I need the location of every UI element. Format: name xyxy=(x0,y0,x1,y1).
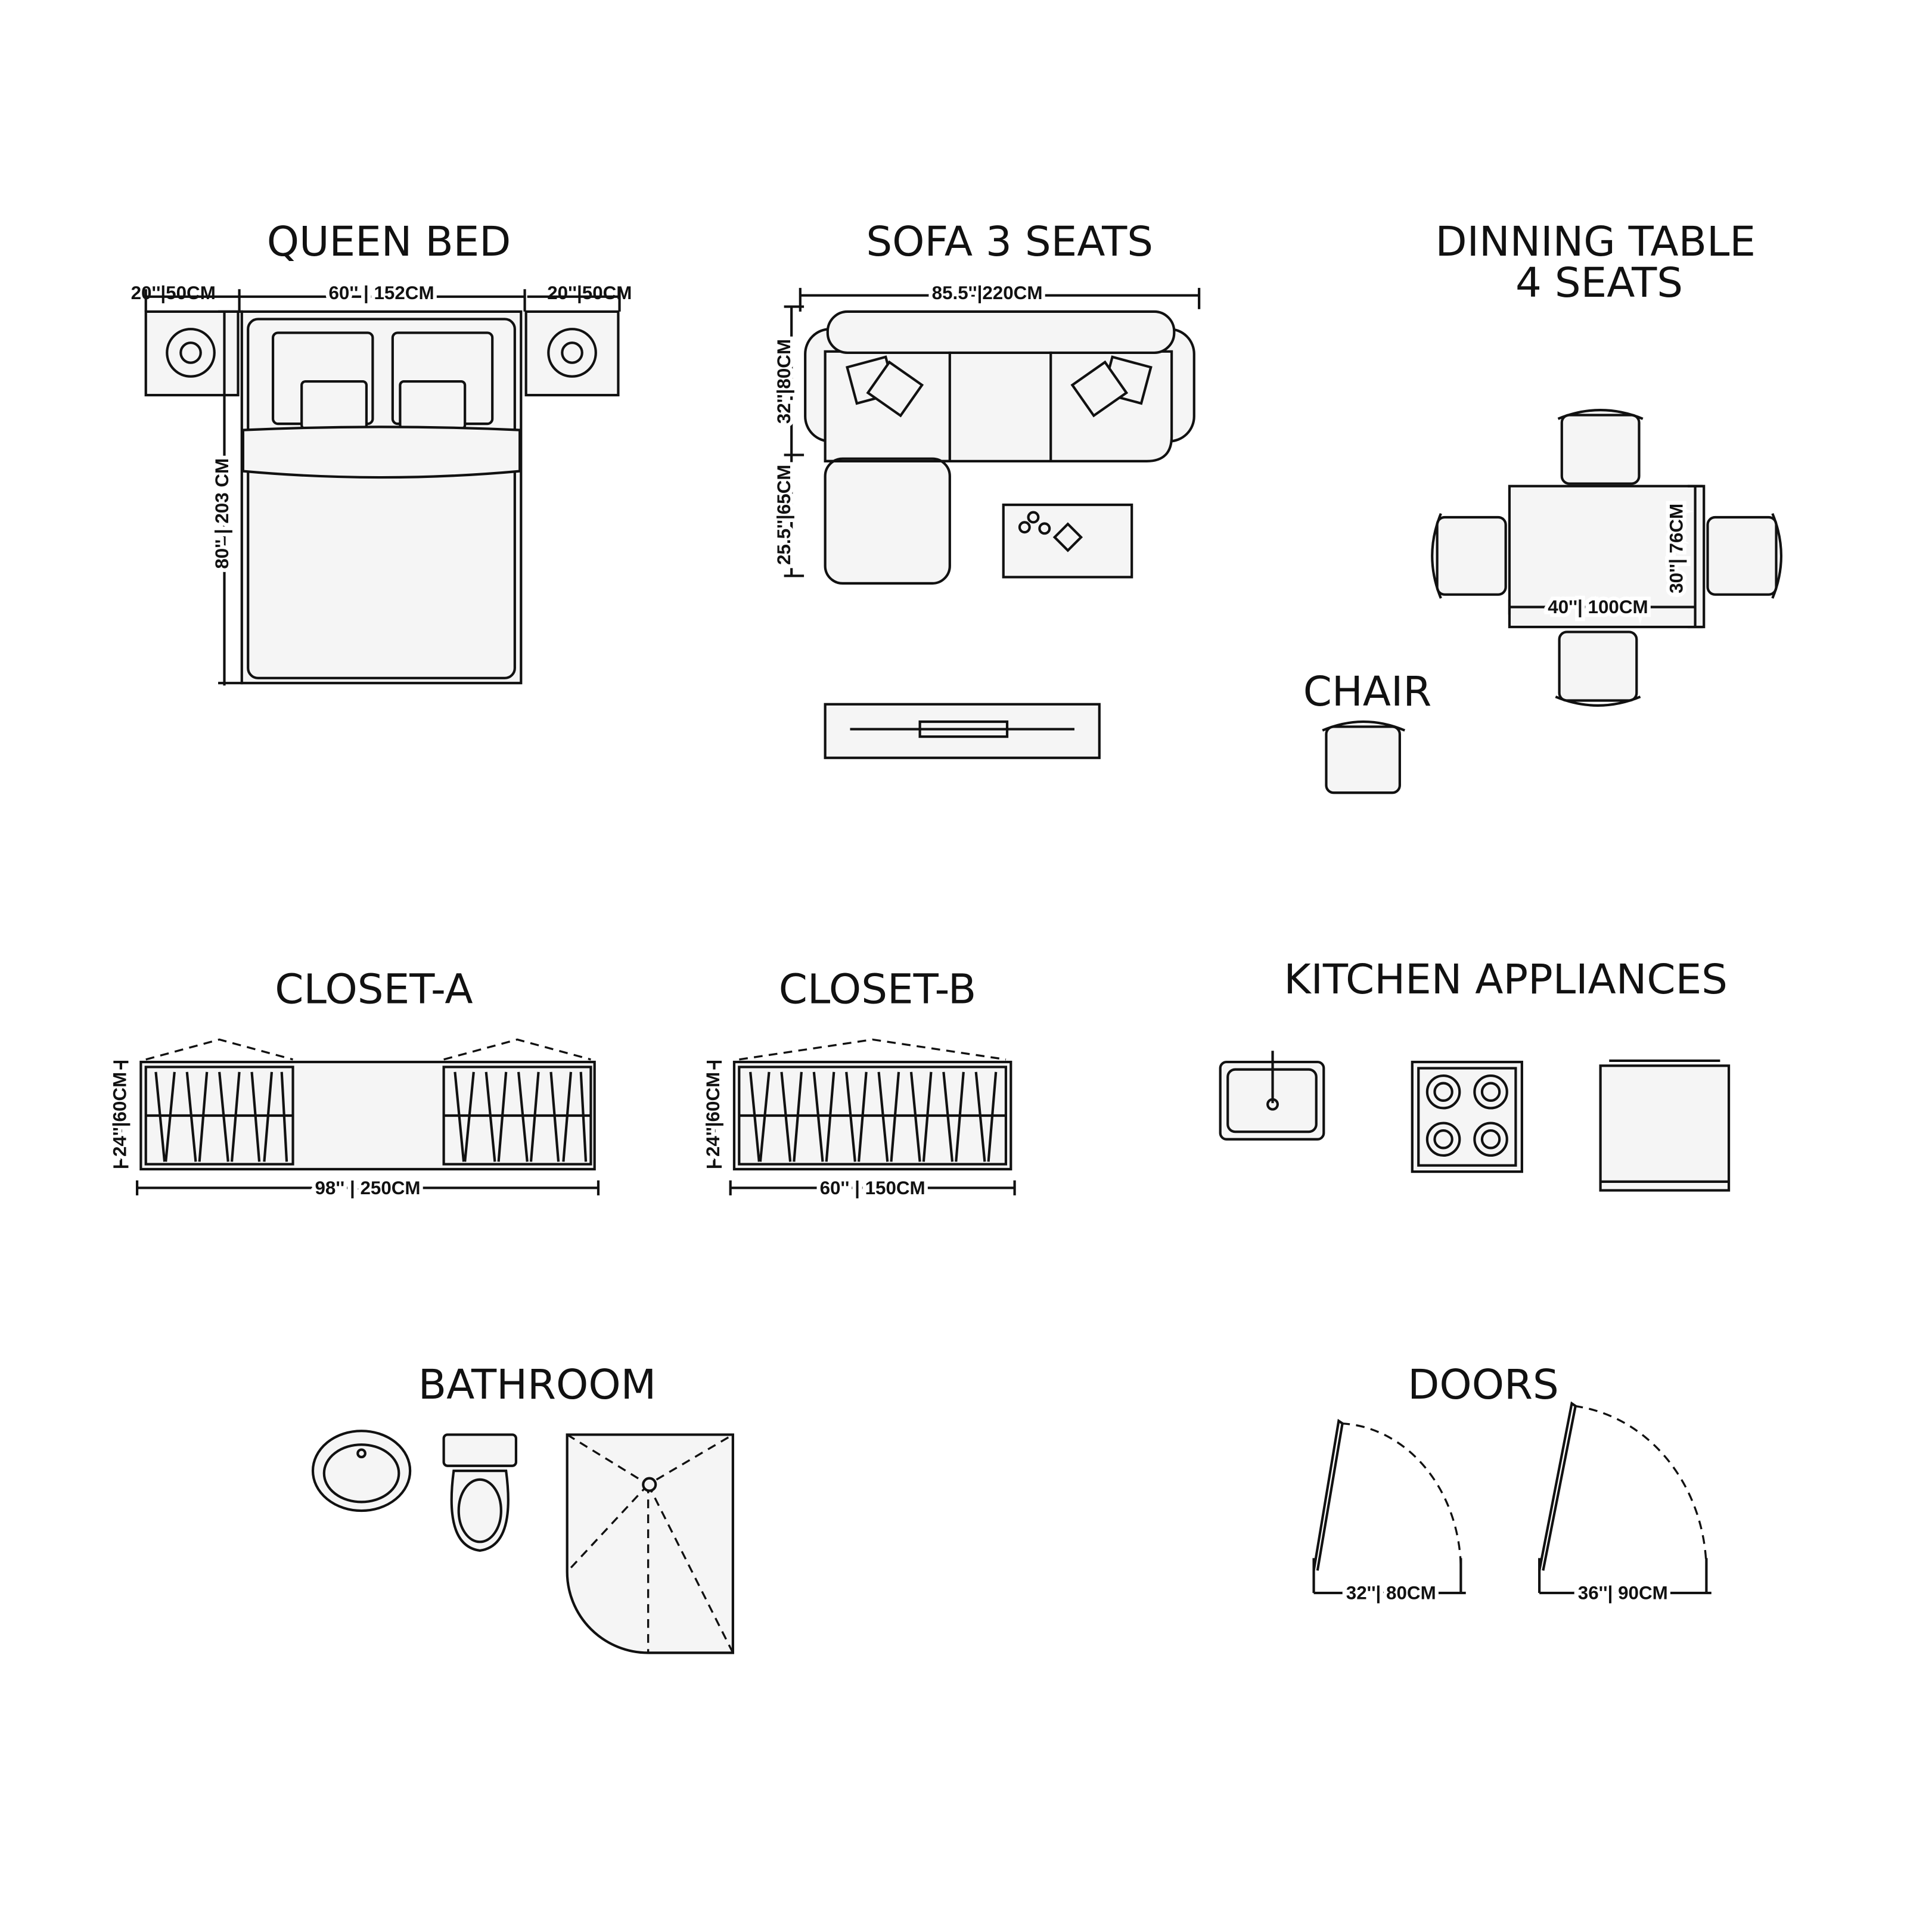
bathroom-sink xyxy=(311,1430,412,1512)
door-32 xyxy=(1312,1418,1466,1595)
dim-closet-b-depth: 24''|60CM xyxy=(703,1072,723,1157)
dim-table-depth: 30''| 76CM xyxy=(1666,504,1687,594)
closet-a xyxy=(113,1038,600,1195)
title-dining: DINNING TABLE xyxy=(1435,218,1756,266)
dim-bed-width: 60'' | 152CM xyxy=(328,282,434,303)
dim-nightstand-right: 20''|50CM xyxy=(547,282,632,303)
dim-closet-a-width: 98'' | 250CM xyxy=(315,1178,420,1198)
shower xyxy=(566,1433,734,1654)
title-chair: CHAIR xyxy=(1303,668,1432,716)
kitchen-stove xyxy=(1411,1060,1523,1173)
dim-closet-a-depth: 24''|60CM xyxy=(109,1072,130,1157)
dim-bed-length: 80'' | 203 CM xyxy=(212,458,232,569)
dim-door-small: 32''| 80CM xyxy=(1346,1583,1436,1604)
dim-sofa-chaise: 25.5''|65CM xyxy=(774,465,794,565)
dim-nightstand-left: 20''|50CM xyxy=(131,282,216,303)
toilet xyxy=(442,1433,518,1552)
dim-closet-b-width: 60'' | 150CM xyxy=(820,1178,925,1198)
kitchen-sink xyxy=(1219,1051,1325,1141)
dim-door-large: 36''| 90CM xyxy=(1578,1583,1668,1604)
dim-sofa-depth: 32''|80CM xyxy=(774,339,794,424)
kitchen-refrigerator xyxy=(1599,1059,1731,1192)
sofa-3-seats xyxy=(784,288,1201,759)
title-dining-seats: 4 SEATS xyxy=(1515,259,1683,307)
queen-bed xyxy=(144,289,621,686)
dim-sofa-width: 85.5''|220CM xyxy=(932,282,1043,303)
title-queen-bed: QUEEN BED xyxy=(267,218,511,266)
title-kitchen: KITCHEN APPLIANCES xyxy=(1284,956,1728,1004)
closet-b xyxy=(706,1038,1016,1195)
title-doors: DOORS xyxy=(1408,1361,1559,1409)
title-closet-b: CLOSET-B xyxy=(779,966,977,1014)
dim-table-width: 40''| 100CM xyxy=(1548,597,1648,617)
title-bathroom: BATHROOM xyxy=(418,1361,656,1409)
title-closet-a: CLOSET-A xyxy=(275,966,473,1014)
dining-table-4-seats xyxy=(1322,409,1782,794)
title-sofa: SOFA 3 SEATS xyxy=(866,218,1153,266)
door-36 xyxy=(1538,1401,1712,1595)
